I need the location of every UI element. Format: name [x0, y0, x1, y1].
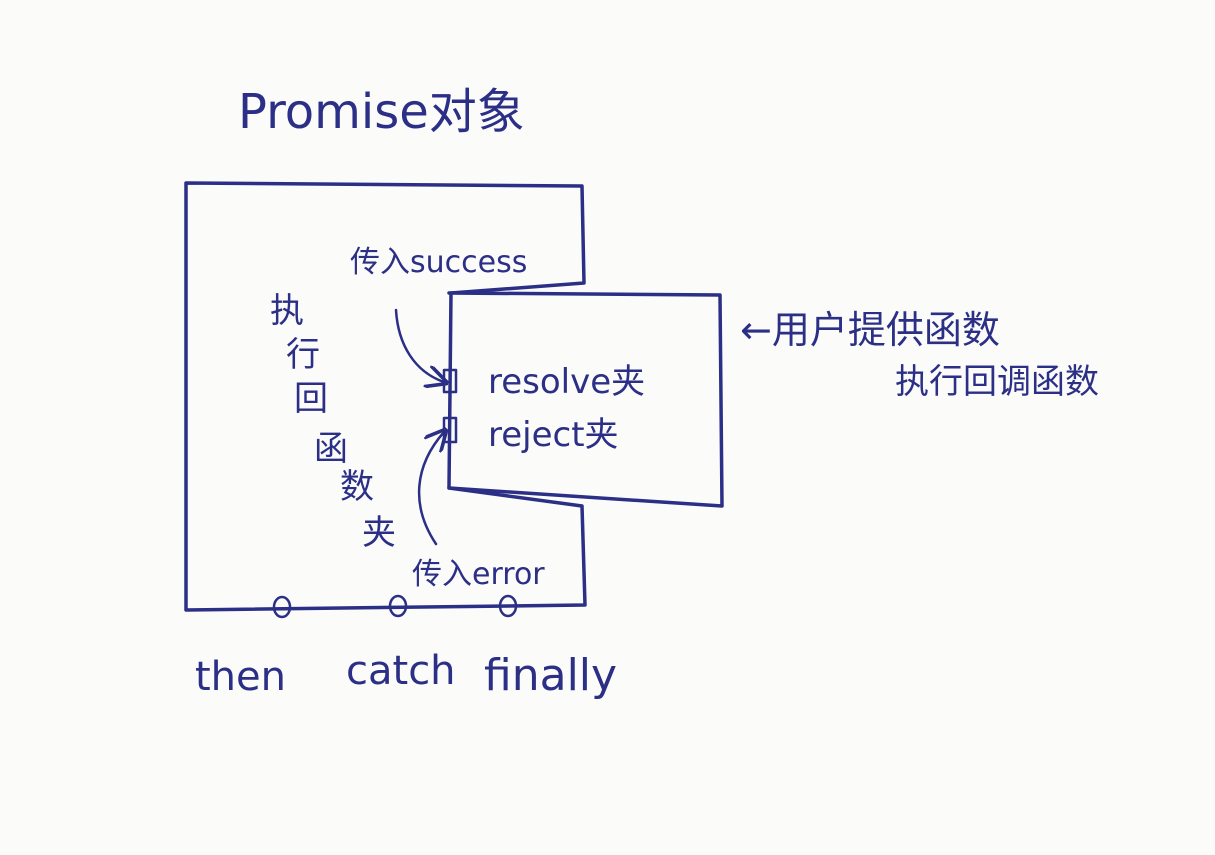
- reject-label: reject夹: [488, 415, 619, 455]
- finally-connector: [498, 594, 518, 618]
- left-char-1: 执: [270, 291, 304, 331]
- user-function-box: [447, 291, 724, 508]
- success-arrow: [394, 308, 444, 382]
- error-label: 传入error: [412, 557, 545, 592]
- user-note-line-1: ←用户提供函数: [740, 308, 1000, 352]
- finally-label: finally: [484, 650, 617, 701]
- left-char-4: 函: [314, 429, 348, 469]
- catch-label: catch: [346, 648, 456, 694]
- resolve-label: resolve夹: [488, 362, 645, 402]
- catch-connector: [388, 594, 408, 618]
- then-label: then: [195, 654, 286, 700]
- error-arrow: [417, 432, 444, 546]
- then-connector: [272, 595, 292, 619]
- diagram-title: Promise对象: [238, 84, 525, 140]
- left-char-3: 回: [294, 379, 328, 419]
- user-note-line-2: 执行回调函数: [895, 362, 1099, 402]
- left-char-6: 夹: [362, 513, 396, 553]
- left-char-5: 数: [340, 467, 374, 507]
- left-char-2: 行: [286, 335, 320, 375]
- success-label: 传入success: [350, 245, 527, 280]
- left-vertical-label: 执 行 回 函 数 夹: [270, 291, 396, 553]
